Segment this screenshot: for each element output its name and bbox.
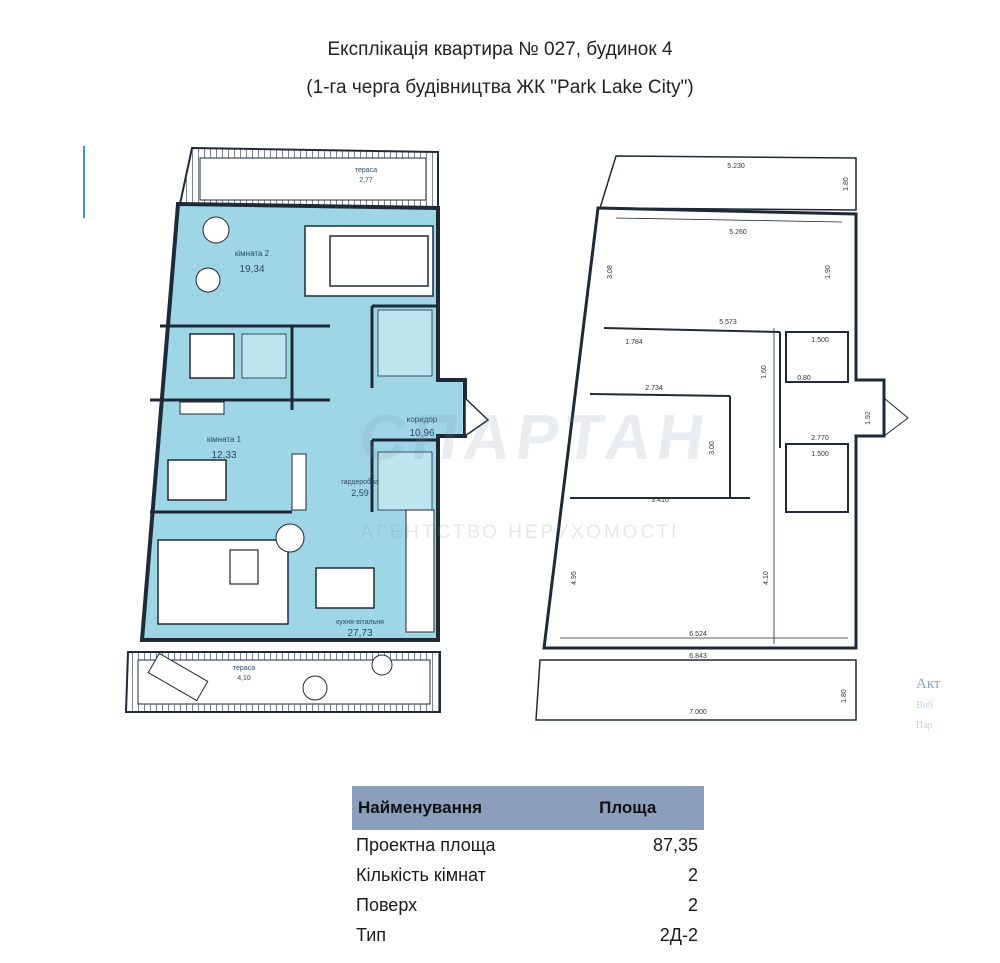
row-value: 2Д-2 — [659, 924, 698, 945]
dim-label: 1.80 — [843, 177, 850, 191]
dim-label: 5.573 — [719, 319, 737, 326]
room-area-kitchen: 27,73 — [347, 628, 372, 639]
entrance-door — [464, 396, 490, 438]
room-area-bedroom1: 12,33 — [211, 450, 236, 461]
bathtub-icon — [189, 333, 235, 379]
dim-label: 2.770 — [811, 435, 829, 442]
dim-label: 2.734 — [645, 385, 663, 392]
info-table-header: Найменування Площа — [352, 786, 704, 830]
document-title-line2: (1-га черга будівництва ЖК "Park Lake Ci… — [306, 77, 694, 98]
plant-icon — [371, 654, 393, 676]
sofa-icon — [157, 539, 289, 625]
row-label: Поверх — [356, 894, 418, 915]
room-area-terrace-top: 2,77 — [359, 177, 373, 184]
dim-label: 3.00 — [709, 441, 716, 455]
accent-bar — [83, 146, 85, 218]
row-label: Проектна площа — [356, 834, 496, 855]
dim-label: 1.784 — [625, 339, 643, 346]
dim-label: 1.80 — [841, 689, 848, 703]
row-label: Кількість кімнат — [356, 864, 486, 885]
dim-label: 3.08 — [607, 265, 614, 279]
row-value: 87,35 — [652, 834, 698, 855]
row-label: Тип — [356, 924, 387, 945]
dim-label: 1.500 — [811, 451, 829, 458]
dim-label: 0.80 — [797, 375, 811, 382]
dim-label: 4.10 — [763, 571, 770, 585]
table-row: Поверх 2 — [352, 890, 704, 920]
dim-label: 1.90 — [825, 265, 832, 279]
side-note-line1: Акт — [916, 676, 941, 692]
dining-table-icon — [315, 567, 375, 609]
row-value: 2 — [687, 894, 698, 915]
floor-plan-colored: кімната 2 19,34 кімната 1 12,33 коридор … — [124, 146, 490, 713]
dim-label: 3.410 — [651, 497, 669, 504]
room-area-terrace-bottom: 4,10 — [237, 675, 251, 682]
room-name-corridor: коридор — [407, 415, 438, 424]
header-value: Площа — [559, 786, 704, 830]
dim-label: 6.843 — [689, 653, 707, 660]
document-title-line1: Експлікація квартира № 027, будинок 4 — [327, 39, 673, 60]
dim-label: 7.000 — [689, 709, 707, 716]
side-note-line3: Пар — [916, 720, 933, 731]
dim-label: 4.95 — [571, 571, 578, 585]
room-name-terrace-bottom: тераса — [233, 665, 255, 672]
room-name-bedroom1: кімната 1 — [207, 435, 242, 444]
room-name-terrace-top: тераса — [355, 167, 377, 174]
row-value: 2 — [687, 864, 698, 885]
info-table: Найменування Площа Проектна площа 87,35 … — [352, 786, 704, 950]
room-area-bedroom2: 19,34 — [239, 264, 264, 275]
dim-label: 1.500 — [811, 337, 829, 344]
room-name-bedroom2: кімната 2 — [235, 249, 270, 258]
table-row: Кількість кімнат 2 — [352, 860, 704, 890]
side-note-line2: Виб — [916, 700, 934, 711]
room-name-kitchen: кухня-вітальня — [336, 618, 384, 626]
floor-plan-dimensions: 5.230 5.260 5.573 1.784 1.500 2.734 2.77… — [535, 155, 909, 721]
header-name: Найменування — [352, 786, 560, 830]
room-area-wardrobe: 2,59 — [351, 488, 369, 498]
dim-label: 6.524 — [689, 631, 707, 638]
dim-label: 1.92 — [865, 411, 872, 425]
dim-label: 1.60 — [761, 365, 768, 379]
room-name-wardrobe: гардеробна — [341, 478, 379, 486]
armchair-icon — [202, 216, 230, 244]
table-row: Тип 2Д-2 — [352, 920, 704, 950]
dim-label: 5.260 — [729, 229, 747, 236]
dim-label: 5.230 — [727, 163, 745, 170]
bed-icon-small — [167, 459, 227, 501]
watermark-logo: СПАРТАН — [355, 401, 715, 473]
table-row: Проектна площа 87,35 — [352, 830, 704, 860]
room-area-corridor: 10,96 — [409, 428, 434, 439]
watermark-subtitle: АГЕНТСТВО НЕРУХОМОСТІ — [360, 522, 680, 543]
